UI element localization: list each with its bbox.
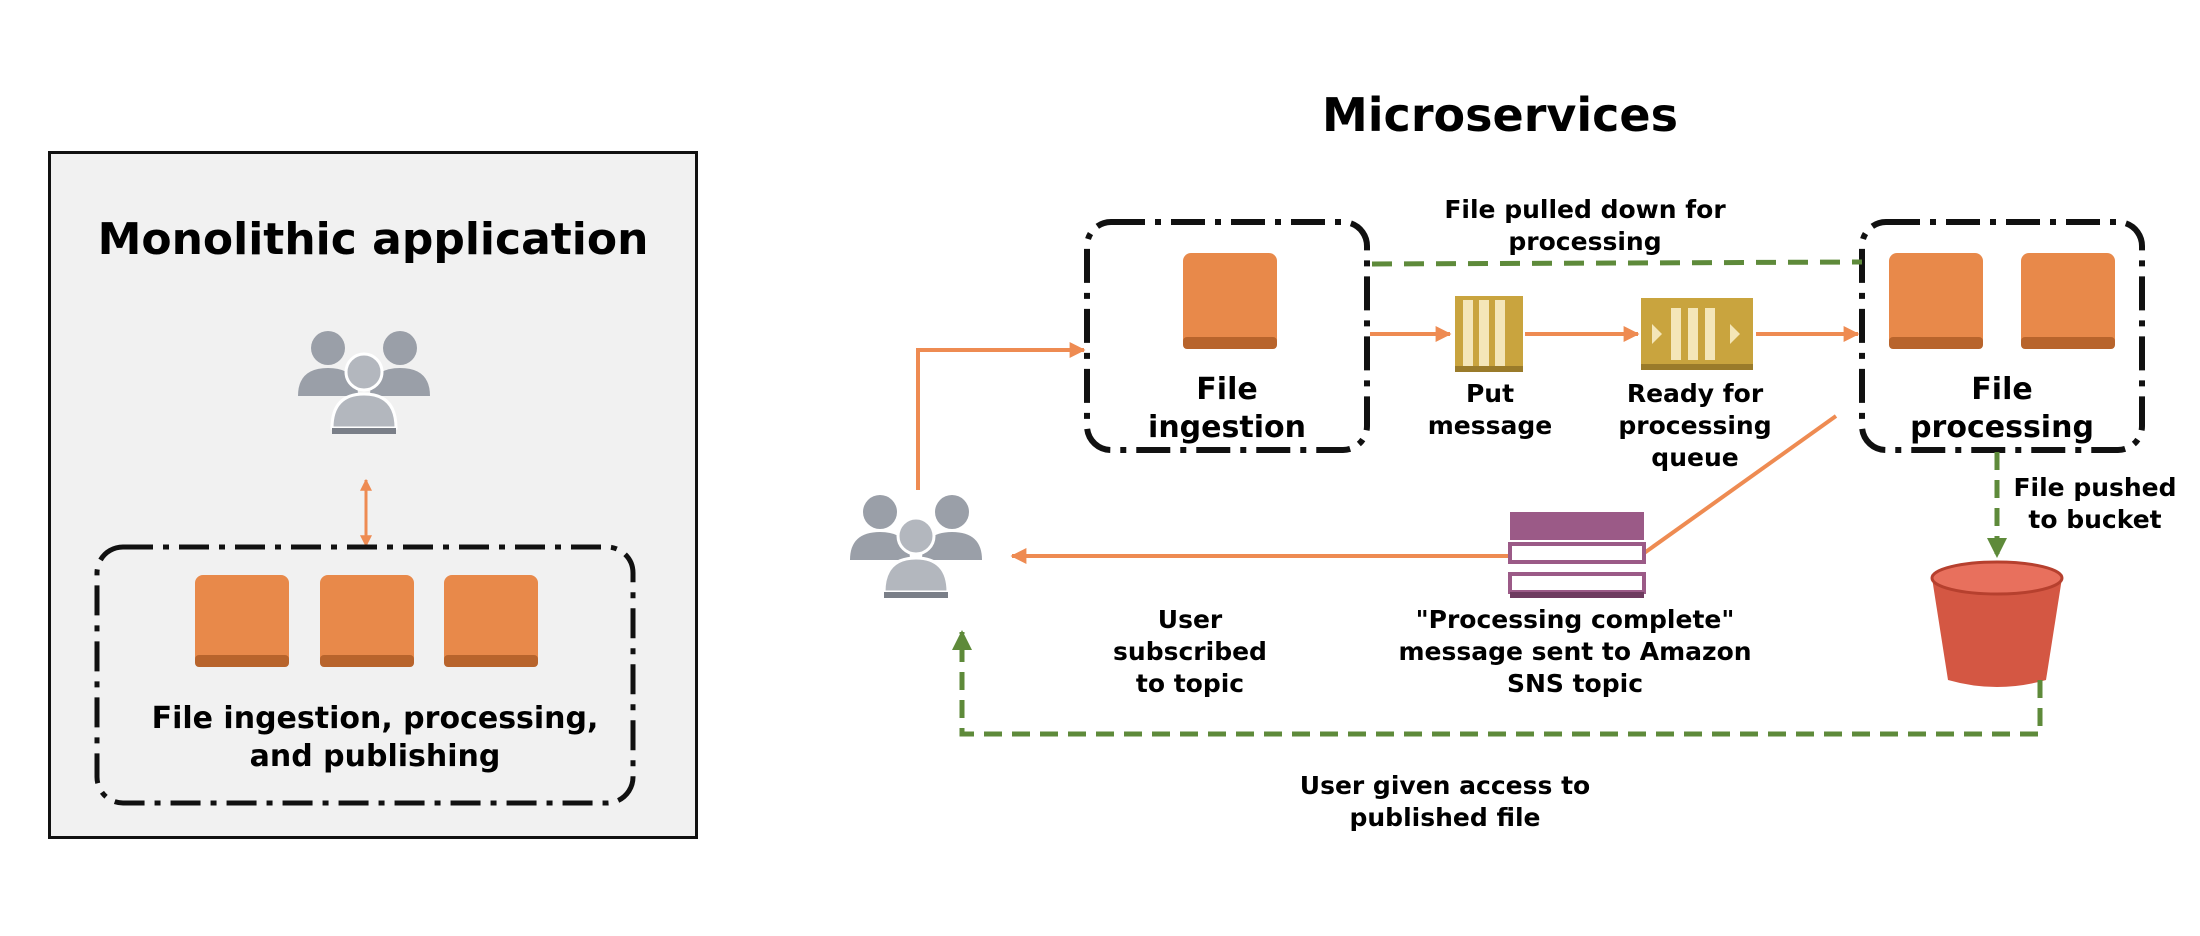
file-pushed-label: File pushed to bucket	[2013, 473, 2177, 534]
monolithic-panel: Monolithic application	[48, 151, 698, 839]
file-pulled-line	[1371, 259, 1863, 267]
server-icon	[320, 575, 414, 667]
monolithic-title: Monolithic application	[97, 214, 649, 265]
file-ingestion-boundary	[1084, 219, 1370, 453]
monolith-boundary	[94, 544, 636, 806]
file-pulled-label: File pulled down for processing	[1444, 195, 1726, 256]
processing-to-sns-line	[1638, 414, 1838, 558]
queue-label: Ready for processing queue	[1618, 379, 1772, 472]
bucket-to-user-line	[952, 630, 2043, 737]
server-icon	[195, 575, 289, 667]
sns-topic-icon	[1508, 512, 1646, 598]
file-ingestion-label: File ingestion	[1148, 372, 1306, 445]
monolith-box-label: File ingestion, processing, and publishi…	[151, 701, 599, 774]
user-to-ingestion-arrow	[916, 342, 1086, 490]
microservices-title: Microservices	[1322, 88, 1678, 142]
file-processing-label: File processing	[1910, 372, 2094, 445]
sqs-queue-icon	[1641, 298, 1753, 370]
s3-bucket-icon	[1930, 560, 2064, 687]
user-subscribed-label: User subscribed to topic	[1113, 605, 1267, 698]
queue-icon	[1455, 296, 1523, 372]
file-ingestion-server-icon	[1183, 253, 1277, 349]
put-message-label: Put message	[1427, 379, 1553, 440]
monolith-server-icons	[195, 575, 538, 667]
monolith-users-icon	[298, 331, 430, 436]
user-access-label: User given access to published file	[1299, 771, 1591, 832]
microservices-users-icon	[850, 495, 982, 600]
server-icon	[444, 575, 538, 667]
sns-label: "Processing complete" message sent to Am…	[1398, 605, 1752, 698]
file-processing-boundary	[1859, 219, 2145, 453]
file-processing-server-icons	[1889, 253, 2115, 349]
